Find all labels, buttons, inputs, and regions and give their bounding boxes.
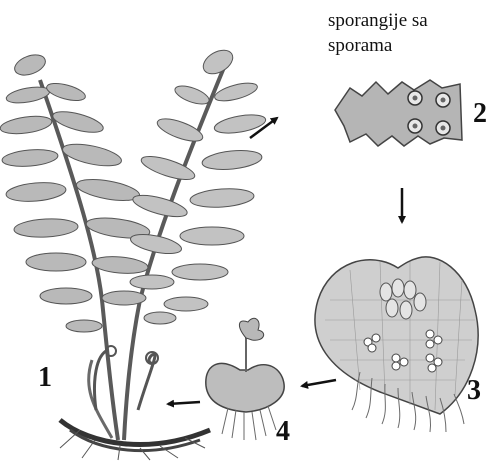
stage-label-2: 2 bbox=[473, 100, 487, 128]
caption-line-1: sporangije sa bbox=[328, 8, 478, 33]
young-sporophyte bbox=[206, 318, 284, 440]
sporangia-caption: sporangije sa sporama bbox=[328, 8, 478, 58]
pinna-with-sporangia bbox=[335, 80, 462, 146]
prothallus bbox=[315, 257, 478, 432]
stage-label-4: 4 bbox=[276, 418, 290, 446]
caption-line-2: sporama bbox=[328, 33, 478, 58]
stage-label-1: 1 bbox=[38, 364, 52, 392]
stage-label-3: 3 bbox=[467, 377, 481, 405]
arrow-to-young-sporophyte bbox=[302, 380, 336, 386]
arrow-to-adult-fern bbox=[168, 402, 200, 404]
